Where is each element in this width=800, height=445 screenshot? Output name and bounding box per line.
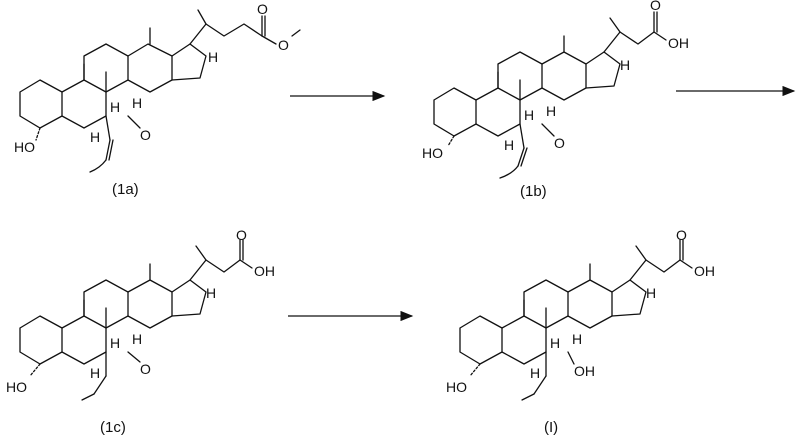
label-oh: OH [254, 263, 275, 279]
label-h: H [90, 365, 100, 381]
label-o: O [140, 127, 151, 143]
label-h: H [90, 129, 100, 145]
label-h: H [572, 331, 582, 347]
label-ho: HO [446, 379, 467, 395]
label-o: O [140, 361, 151, 377]
label-h: H [132, 331, 142, 347]
label-o: O [257, 1, 268, 17]
label-ho: HO [422, 145, 443, 161]
label-h: H [110, 335, 120, 351]
label-h: H [646, 285, 656, 301]
compound-label-1c: (1c) [100, 419, 126, 436]
label-h: H [546, 103, 556, 119]
label-h: H [524, 107, 534, 123]
label-o: O [236, 227, 247, 243]
label-o: O [554, 135, 565, 151]
label-ho: HO [14, 139, 35, 155]
label-h: H [620, 57, 630, 73]
label-h: H [208, 49, 218, 65]
label-o: O [676, 227, 687, 243]
compound-label-i: (I) [544, 419, 558, 436]
compound-label-1b: (1b) [520, 183, 547, 200]
label-oh: OH [574, 363, 595, 379]
compound-label-1a: (1a) [112, 181, 139, 198]
label-h: H [110, 99, 120, 115]
label-o: O [278, 37, 289, 53]
molecule-1b: O OH H O HO H H H [422, 0, 689, 179]
label-oh: OH [694, 263, 715, 279]
label-o: O [650, 0, 661, 13]
molecule-1a-skeleton: H O O O HO H H H [14, 1, 301, 173]
label-h: H [530, 365, 540, 381]
molecule-1c: O OH H O HO H H H [6, 227, 275, 401]
label-oh: OH [668, 35, 689, 51]
label-h: H [550, 335, 560, 351]
label-h: H [504, 137, 514, 153]
label-ho: HO [6, 379, 27, 395]
molecule-i: O OH H OH HO H H H [446, 227, 715, 401]
label-h: H [206, 285, 216, 301]
label-h: H [132, 95, 142, 111]
